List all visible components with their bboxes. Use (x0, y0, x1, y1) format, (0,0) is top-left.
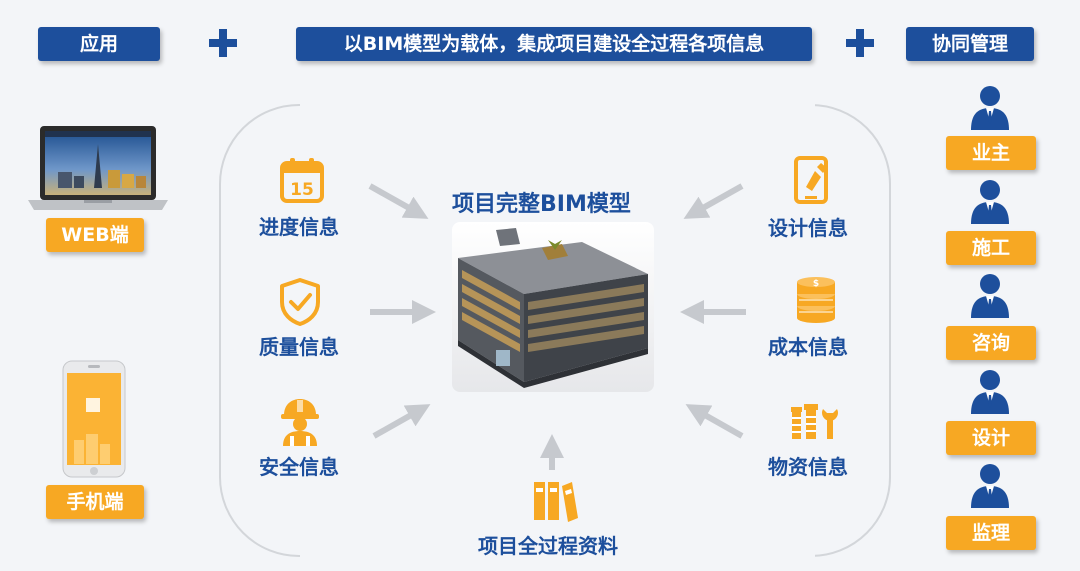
person-icon (971, 180, 1009, 224)
person-icon (971, 86, 1009, 130)
role-label: 监理 (946, 516, 1036, 550)
binders-icon (534, 482, 578, 522)
header-title: 以BIM模型为载体，集成项目建设全过程各项信息 (296, 27, 812, 61)
design-info-label: 设计信息 (768, 216, 848, 240)
arrow-safety (372, 404, 431, 439)
person-icon (971, 370, 1009, 414)
role-label: 业主 (946, 136, 1036, 170)
header-collaboration: 协同管理 (906, 27, 1034, 61)
svg-text:$: $ (813, 279, 819, 289)
person-icon (971, 274, 1009, 318)
project-documents-label: 项目全过程资料 (478, 534, 618, 558)
mobile-label: 手机端 (46, 485, 144, 519)
calendar-day-text: 15 (290, 180, 314, 200)
cost-info-label: 成本信息 (768, 335, 848, 359)
material-info-label: 物资信息 (768, 455, 848, 479)
progress-info-label: 进度信息 (259, 215, 339, 239)
laptop-icon (28, 126, 168, 210)
role-label: 咨询 (946, 326, 1036, 360)
shield-check-icon (280, 278, 320, 326)
safety-info-label: 安全信息 (259, 455, 339, 479)
coins-icon: $ (797, 277, 835, 323)
arrow-material (685, 404, 744, 439)
bim-building-model (452, 222, 654, 392)
mobile-phone-icon (62, 360, 126, 478)
design-doc-icon (794, 156, 828, 204)
plus-icon (844, 27, 876, 59)
web-label: WEB端 (46, 218, 144, 252)
tools-icon (791, 404, 838, 439)
quality-info-label: 质量信息 (259, 335, 339, 359)
role-label: 施工 (946, 231, 1036, 265)
bim-model-title: 项目完整BIM模型 (452, 192, 631, 217)
plus-icon (207, 27, 239, 59)
calendar-icon: 15 (280, 158, 324, 203)
worker-helmet-icon (281, 399, 319, 446)
header-apps: 应用 (38, 27, 160, 61)
person-icon (971, 464, 1009, 508)
role-label: 设计 (946, 421, 1036, 455)
arrow-progress (368, 183, 429, 219)
arrow-design (683, 183, 744, 219)
